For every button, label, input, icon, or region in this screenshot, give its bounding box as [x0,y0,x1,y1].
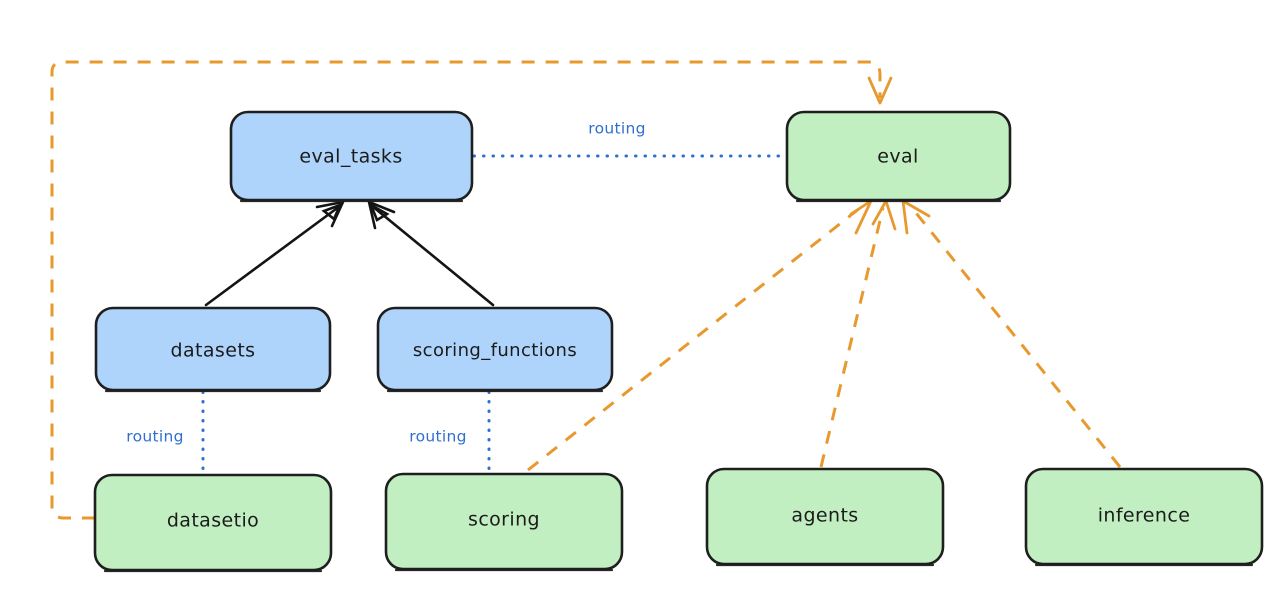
node-datasetio[interactable]: datasetio [93,473,333,573]
node-scoring[interactable]: scoring [384,472,624,572]
edge-agents-eval-path [819,207,885,468]
edge-scoring-functions-eval-tasks-arrow-fill [368,202,390,222]
node-datasets[interactable]: datasets [94,306,332,393]
edge-agents-eval-arrowhead [871,199,897,231]
edge-datasetio-eval-arrowhead [867,76,893,105]
edge-datasets-eval-tasks-arrow-fill [321,202,343,222]
node-eval[interactable]: eval [785,110,1012,203]
edge-datasets-eval-tasks-path [204,204,342,307]
node-eval-tasks-label: eval_tasks [299,146,402,168]
edge-scoring-functions-scoring[interactable]: routing [409,390,491,474]
edge-scoring-functions-eval-tasks-path [370,204,495,307]
edge-label-routing-scoring: routing [409,428,467,446]
edge-scoring-functions-eval-tasks[interactable] [367,200,495,307]
node-scoring-functions[interactable]: scoring_functions [376,306,614,393]
edge-datasetio-eval-path [50,60,882,520]
node-scoring-label: scoring [468,509,540,531]
edge-inference-eval-path [910,207,1122,468]
edge-eval-tasks-eval[interactable]: routing [472,120,787,158]
edge-scoring-eval-arrowhead [849,199,873,235]
node-datasetio-label: datasetio [167,510,259,532]
node-datasets-label: datasets [171,340,256,362]
edge-inference-eval-arrowhead [901,199,931,235]
edge-datasets-eval-tasks[interactable] [204,200,345,307]
node-inference[interactable]: inference [1024,467,1264,567]
edge-datasets-datasetio[interactable]: routing [126,390,205,475]
node-eval-label: eval [877,146,918,168]
node-agents-label: agents [791,505,858,527]
node-layer: eval_tasks eval datasets scoring_functio… [93,110,1264,573]
node-inference-label: inference [1098,505,1191,527]
node-eval-tasks[interactable]: eval_tasks [229,110,474,203]
node-agents[interactable]: agents [705,467,945,567]
edge-label-routing-datasetio: routing [126,428,184,446]
edge-label-routing-eval: routing [588,120,646,138]
edge-agents-eval[interactable] [819,199,897,468]
node-scoring-functions-label: scoring_functions [413,340,577,361]
edge-inference-eval[interactable] [901,199,1122,468]
edge-datasetio-eval[interactable] [50,60,893,520]
